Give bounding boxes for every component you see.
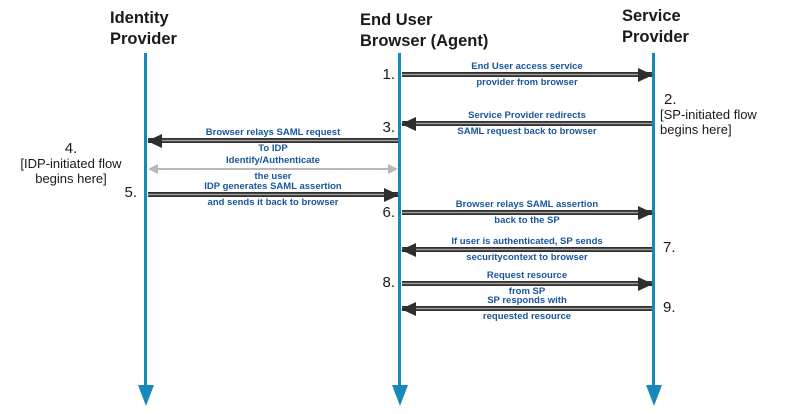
message-2-text-line2: SAML request back to browser [457, 126, 597, 137]
message-3-text-line1: Browser relays SAML request [205, 127, 341, 138]
arrow-right-icon [384, 187, 399, 202]
step-number-7: 7. [663, 239, 676, 256]
sp-initiated-line2: begins here] [660, 121, 732, 137]
message-1-text-line1: End User access service [471, 61, 583, 72]
step-number-6: 6. [382, 204, 395, 221]
arrow-right-icon [638, 276, 653, 291]
message-1: End User access service provider from br… [402, 61, 653, 88]
idp-lifeline [144, 53, 147, 387]
message-5-arrow [148, 187, 399, 202]
message-2-arrow [401, 116, 652, 131]
arrow-left-icon [401, 116, 416, 131]
step-number-3: 3. [382, 119, 395, 136]
message-3: Browser relays SAML request To IDP [147, 127, 398, 154]
step-number-1: 1. [382, 66, 395, 83]
message-7-text-line2: securitycontext to browser [466, 252, 588, 263]
message-6-text-line1: Browser relays SAML assertion [455, 199, 599, 210]
message-4-arrow [148, 163, 398, 174]
message-1-text-line2: provider from browser [476, 77, 578, 88]
arrow-right-icon [638, 67, 653, 82]
message-6-text-line2: back to the SP [494, 215, 560, 226]
message-9: SP responds with requested resource [401, 295, 652, 322]
browser-lifeline [398, 53, 401, 387]
browser-lifeline-arrowhead-icon [392, 385, 408, 406]
idp-initiated-annotation: 4. [IDP-initiated flow begins here] [0, 141, 142, 186]
message-9-text-line2: requested resource [482, 311, 572, 322]
message-7: If user is authenticated, SP sends secur… [401, 236, 652, 263]
actor-service-provider: Service Provider [622, 6, 689, 48]
sp-lifeline-arrowhead-icon [646, 385, 662, 406]
actor-sp-line1: Service [622, 7, 681, 25]
message-5: IDP generates SAML assertion and sends i… [148, 181, 399, 208]
message-9-arrow [401, 301, 652, 316]
actor-idp-line1: Identity [110, 9, 169, 27]
actor-idp-line2: Provider [110, 30, 177, 48]
message-3-text-line2: To IDP [258, 143, 288, 154]
step-number-4: 4. [64, 140, 78, 157]
message-5-text-line2: and sends it back to browser [207, 197, 339, 208]
message-2-text-line1: Service Provider redirects [468, 110, 586, 121]
message-6-arrow [402, 205, 653, 220]
actor-browser-line1: End User [360, 11, 433, 29]
message-7-text-line1: If user is authenticated, SP sends [451, 236, 603, 247]
message-8-text-line1: Request resource [486, 270, 568, 281]
arrow-right-icon [388, 163, 398, 174]
arrow-left-icon [148, 163, 158, 174]
actor-sp-line2: Provider [622, 28, 689, 46]
sp-initiated-line1: [SP-initiated flow [660, 107, 757, 122]
idp-initiated-line2: begins here] [35, 170, 107, 186]
message-8: Request resource from SP [402, 270, 653, 297]
arrow-left-icon [147, 133, 162, 148]
message-4: Identify/Authenticate the user [148, 155, 398, 182]
arrow-left-icon [401, 242, 416, 257]
message-3-arrow [147, 133, 398, 148]
actor-browser-line2: Browser (Agent) [360, 32, 489, 50]
message-9-text-line1: SP responds with [487, 295, 567, 306]
step-number-2: 2. [664, 91, 677, 108]
actor-end-user-browser: End User Browser (Agent) [360, 10, 488, 52]
message-7-arrow [401, 242, 652, 257]
message-4-text-line2: the user [254, 171, 292, 182]
arrow-right-icon [638, 205, 653, 220]
message-4-text-line1: Identify/Authenticate [226, 155, 320, 166]
message-6: Browser relays SAML assertion back to th… [402, 199, 653, 226]
message-8-arrow [402, 276, 653, 291]
message-5-text-line1: IDP generates SAML assertion [204, 181, 342, 192]
sp-initiated-annotation: 2. [SP-initiated flow begins here] [660, 92, 757, 137]
gray-arrow-bar [152, 167, 394, 170]
arrow-left-icon [401, 301, 416, 316]
idp-initiated-line1: [IDP-initiated flow [20, 156, 122, 171]
actor-identity-provider: Identity Provider [110, 8, 177, 50]
step-number-8: 8. [382, 274, 395, 291]
message-8-text-line2: from SP [508, 286, 546, 297]
step-number-5: 5. [124, 184, 137, 201]
sp-lifeline [652, 53, 655, 387]
message-1-arrow [402, 67, 653, 82]
message-2: Service Provider redirects SAML request … [401, 110, 652, 137]
step-number-9: 9. [663, 299, 676, 316]
idp-lifeline-arrowhead-icon [138, 385, 154, 406]
